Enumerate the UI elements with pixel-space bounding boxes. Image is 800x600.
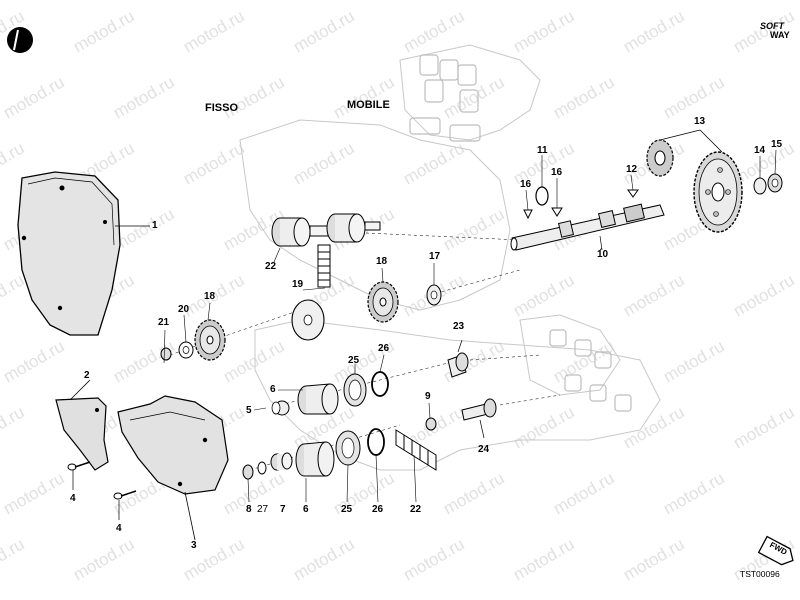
mobile-side-header: MOBILE <box>347 99 390 111</box>
part-15-nut <box>767 173 783 193</box>
assembly-guide-lines <box>169 229 561 471</box>
callout-4: 4 <box>70 493 76 504</box>
part-6-bushing-upper <box>297 383 339 415</box>
callout-18: 18 <box>376 256 388 267</box>
callout-25: 25 <box>348 355 360 366</box>
part-20-washer <box>178 341 194 359</box>
background-gear-cluster <box>409 54 632 412</box>
callout-10: 10 <box>597 249 609 260</box>
publisher-logo <box>7 27 33 53</box>
part-26-circlip-upper <box>371 371 389 397</box>
part-25-ring-upper <box>343 373 367 407</box>
part-21-nut <box>160 347 172 361</box>
part-3-inner-cover <box>117 395 229 541</box>
callout-20: 20 <box>178 304 190 315</box>
part-17-bushing <box>426 284 442 306</box>
part-16-key-right <box>551 207 563 217</box>
callout-6: 6 <box>303 504 309 515</box>
callout-2: 2 <box>84 370 90 381</box>
part-16-key-left <box>523 209 533 220</box>
part-2-bracket <box>55 379 109 471</box>
part-5-bolt <box>271 400 290 416</box>
part-11-circlip <box>535 186 549 206</box>
part-27-washer <box>257 461 267 475</box>
part-13-gear-small <box>646 139 674 177</box>
callout-4: 4 <box>116 523 122 534</box>
part-7-nut <box>270 452 293 471</box>
callout-16: 16 <box>551 167 563 178</box>
callout-6: 6 <box>270 384 276 395</box>
part-4-screws <box>67 461 137 520</box>
fixed-side-header: FISSO <box>205 102 239 114</box>
callout-22: 22 <box>265 261 277 272</box>
part-19-disk <box>291 299 325 341</box>
callout-1: 1 <box>152 220 158 231</box>
callout-5: 5 <box>246 405 252 416</box>
part-25-ring-lower <box>335 430 361 466</box>
callout-12: 12 <box>626 164 638 175</box>
leader-lines <box>163 149 777 503</box>
part-22-bushing-pair <box>271 213 381 247</box>
callout-13: 13 <box>694 116 706 127</box>
part-13-bracket-lines <box>659 129 723 153</box>
part-8-spacer <box>242 464 254 480</box>
callout-9: 9 <box>425 391 431 402</box>
brand-line-1: SOFT <box>760 21 784 31</box>
callout-26: 26 <box>378 343 390 354</box>
part-13-gear-large <box>693 151 743 233</box>
background-crankcase <box>239 44 661 471</box>
part-26-circlip-lower <box>367 428 385 456</box>
part-12-key <box>627 189 639 198</box>
drawing-code: TST00096 <box>740 569 780 579</box>
callout-21: 21 <box>158 317 170 328</box>
callout-22: 22 <box>410 504 422 515</box>
callout-15: 15 <box>771 139 783 150</box>
part-19-chain <box>317 244 331 288</box>
callout-19: 19 <box>292 279 304 290</box>
callout-23: 23 <box>453 321 465 332</box>
callout-14: 14 <box>754 145 766 156</box>
part-9-bushing <box>425 417 437 431</box>
part-1-outer-cover <box>17 171 150 336</box>
callout-17: 17 <box>429 251 441 262</box>
callout-25: 25 <box>341 504 353 515</box>
callout-18: 18 <box>204 291 216 302</box>
callout-24: 24 <box>478 444 490 455</box>
callout-26: 26 <box>372 504 384 515</box>
part-18-gear-left <box>194 319 226 361</box>
brand-line-2: WAY <box>770 30 790 40</box>
part-10-shaft <box>510 203 665 251</box>
callout-27: 27 <box>257 504 269 515</box>
fwd-badge <box>757 535 794 566</box>
part-22-chain-lower <box>395 429 437 471</box>
callout-7: 7 <box>280 504 286 515</box>
part-6-bushing-lower <box>295 441 335 477</box>
part-24-pin <box>461 398 497 439</box>
part-14-washer <box>753 177 767 195</box>
part-18-gear-center <box>367 281 399 323</box>
callout-11: 11 <box>537 145 548 156</box>
callout-16: 16 <box>520 179 532 190</box>
callout-3: 3 <box>191 540 197 551</box>
callout-8: 8 <box>246 504 252 515</box>
part-23-pin <box>447 339 469 378</box>
